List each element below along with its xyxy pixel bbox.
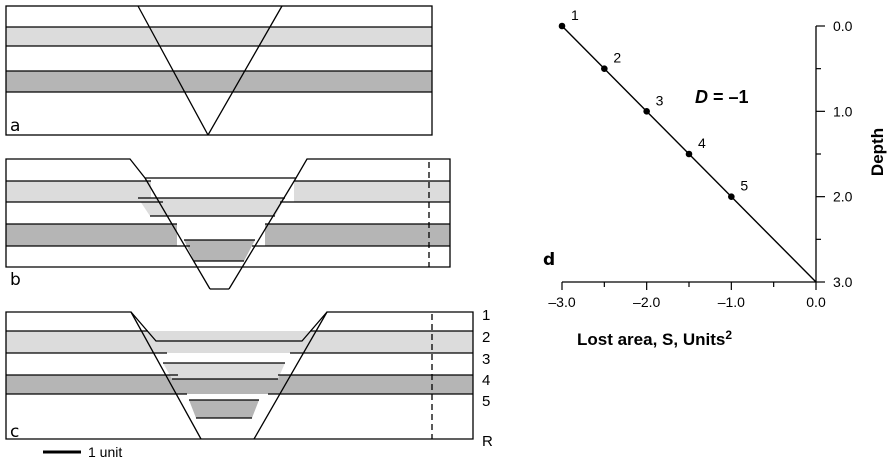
data-point-label-4: 4 [698, 135, 706, 151]
data-point-label-3: 3 [656, 92, 664, 108]
data-point-2 [601, 65, 608, 72]
data-point-4 [685, 150, 693, 158]
panel-b: b [5, 158, 451, 290]
chart-ticks: –3.0 –2.0 –1.0 0.0 0.0 1.0 2.0 3.0 [548, 18, 852, 310]
y-tick-label: 2.0 [833, 189, 853, 205]
chart-annotation-rest: = –1 [708, 87, 749, 107]
y-axis-title: Depth [868, 128, 887, 176]
panel-a: a [5, 5, 433, 136]
chart-annotation: D = –1 [695, 87, 749, 107]
fault-line-left [137, 5, 209, 136]
panel-c-label: c [10, 422, 19, 442]
x-tick-label: –1.0 [718, 294, 745, 310]
dark-layer [6, 375, 473, 394]
fault-line-right [207, 5, 283, 136]
panel-c: c [5, 311, 474, 442]
dark-layer [265, 224, 450, 246]
dark-layer [6, 71, 432, 92]
data-point-label-2: 2 [613, 50, 621, 66]
x-tick-label: 0.0 [806, 294, 826, 310]
data-point-1 [558, 22, 566, 30]
panel-b-frame [5, 158, 451, 268]
data-point-label-1: 1 [571, 7, 579, 23]
y-tick-label: 3.0 [833, 274, 853, 290]
panel-d-label: d [543, 250, 555, 270]
x-tick-label: –3.0 [548, 294, 575, 310]
x-tick-label: –2.0 [633, 294, 660, 310]
chart-annotation-var: D [695, 87, 708, 107]
layer-label-r: R [482, 433, 493, 450]
light-layer [6, 27, 432, 46]
y-tick-label: 1.0 [833, 103, 853, 119]
data-point-5 [728, 193, 735, 200]
layer-label-4: 4 [482, 372, 490, 389]
x-axis-title-main: Lost area, S, Units [577, 330, 725, 349]
panel-b-label: b [10, 270, 21, 290]
layer-label-1: 1 [482, 307, 490, 324]
layer-label-2: 2 [482, 329, 490, 346]
graben-light-layer [138, 198, 285, 216]
y-tick-label: 0.0 [833, 18, 853, 34]
x-axis-title: Lost area, S, Units2 [577, 328, 732, 349]
fault-line-right [253, 311, 328, 440]
graben-dark-layer [189, 400, 259, 418]
data-point-label-5: 5 [740, 178, 748, 194]
light-layer [6, 181, 151, 202]
light-layer [294, 181, 450, 202]
fault-line-left [130, 311, 202, 440]
graben-dark-layer [184, 240, 255, 261]
scale-bar: 1 unit [43, 444, 122, 460]
panel-a-label: a [10, 116, 20, 136]
fault-line-left [144, 177, 211, 290]
layer-label-5: 5 [482, 393, 490, 410]
layer-labels: 1 2 3 4 5 R [482, 307, 493, 450]
dark-layer [6, 224, 177, 246]
fault-line-right [228, 177, 297, 290]
graben-light-layer [163, 363, 285, 379]
layer-label-3: 3 [482, 351, 490, 368]
panel-d-chart: –3.0 –2.0 –1.0 0.0 0.0 1.0 2.0 3.0 1 2 3 4 5 d D = … [543, 7, 887, 349]
scale-bar-label: 1 unit [88, 444, 122, 460]
light-layer [6, 331, 473, 353]
data-point-3 [643, 108, 650, 115]
chart-points: 1 2 3 4 5 [558, 7, 748, 200]
x-axis-title-sup: 2 [725, 328, 732, 342]
